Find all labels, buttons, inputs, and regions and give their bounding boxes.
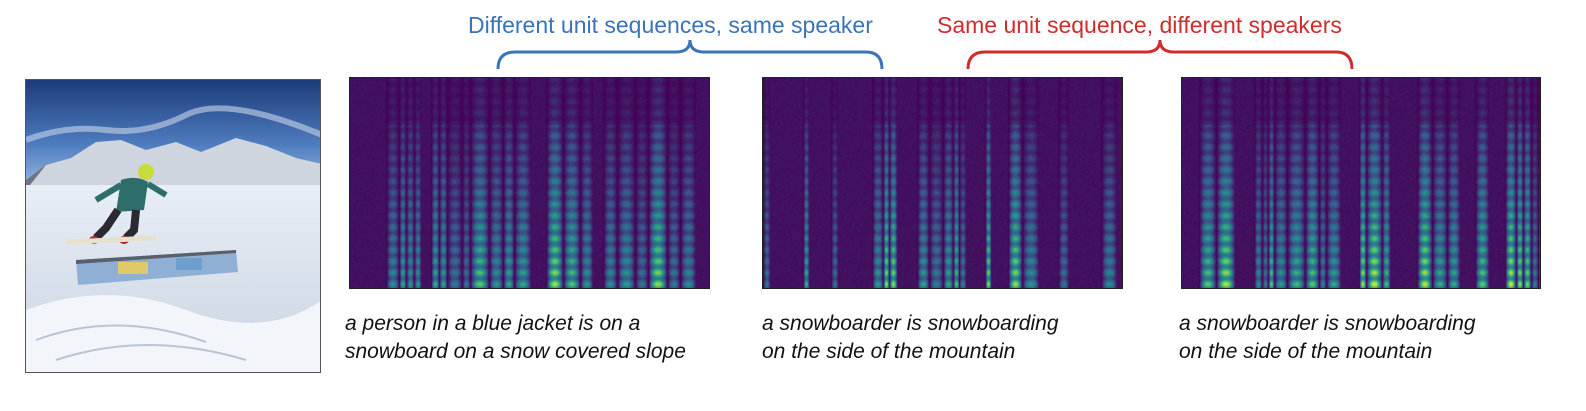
caption-2-line-1: a snowboarder is snowboarding (762, 312, 1059, 335)
snowboarder-photo (25, 79, 321, 373)
caption-1-line-1: a person in a blue jacket is on a (345, 312, 641, 335)
caption-1: a person in a blue jacket is on a snowbo… (345, 310, 686, 366)
caption-1-line-2: snowboard on a snow covered slope (345, 340, 686, 363)
bracket-different-speakers (966, 39, 1354, 70)
brackets (496, 39, 1354, 70)
caption-3-line-1: a snowboarder is snowboarding (1179, 312, 1476, 335)
bracket-same-speaker (496, 39, 884, 70)
caption-2: a snowboarder is snowboarding on the sid… (762, 310, 1059, 366)
caption-2-line-2: on the side of the mountain (762, 340, 1016, 363)
spectrogram-3 (1181, 77, 1541, 289)
caption-3-line-2: on the side of the mountain (1179, 340, 1433, 363)
spectrogram-2 (762, 77, 1123, 289)
bracket-label-same-speaker: Different unit sequences, same speaker (468, 12, 873, 38)
caption-3: a snowboarder is snowboarding on the sid… (1179, 310, 1476, 366)
spectrogram-1 (349, 77, 710, 289)
bracket-label-different-speakers: Same unit sequence, different speakers (937, 12, 1342, 38)
